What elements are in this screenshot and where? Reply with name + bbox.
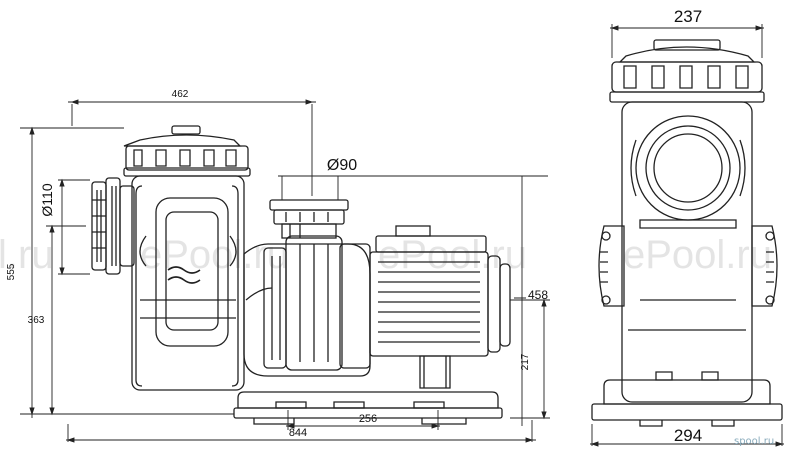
inlet-union [91,177,135,275]
front-view [591,39,783,427]
dim-363: 363 [28,315,45,326]
outlet-union [269,199,349,239]
dim-458: 458 [528,288,548,302]
side-view [91,125,511,425]
dim-256: 256 [359,413,377,425]
dimension-labels: 462 844 256 Ø90 555 363 Ø110 458 217 237… [6,7,702,445]
dim-294: 294 [674,426,702,445]
front-body [598,101,778,403]
brand-watermark: spool.ru [734,436,774,447]
dim-462: 462 [172,89,189,100]
prefilter-basket-housing [131,175,245,391]
watermark-1: l.ru [0,233,54,277]
front-lid [609,39,765,103]
dim-o90: Ø90 [327,157,357,174]
dim-237: 237 [674,7,702,26]
dim-555: 555 [6,263,17,280]
dim-o110: Ø110 [39,183,55,216]
dim-844: 844 [289,427,307,439]
motor-base [233,355,503,425]
dim-217: 217 [520,353,531,370]
watermark-3: ePool.ru [378,233,527,277]
dimension-lines [20,24,784,447]
watermark-2: ePool.ru [140,233,289,277]
watermark-4: ePool.ru [623,233,772,277]
prefilter-lid [123,125,251,177]
front-base [591,371,783,427]
